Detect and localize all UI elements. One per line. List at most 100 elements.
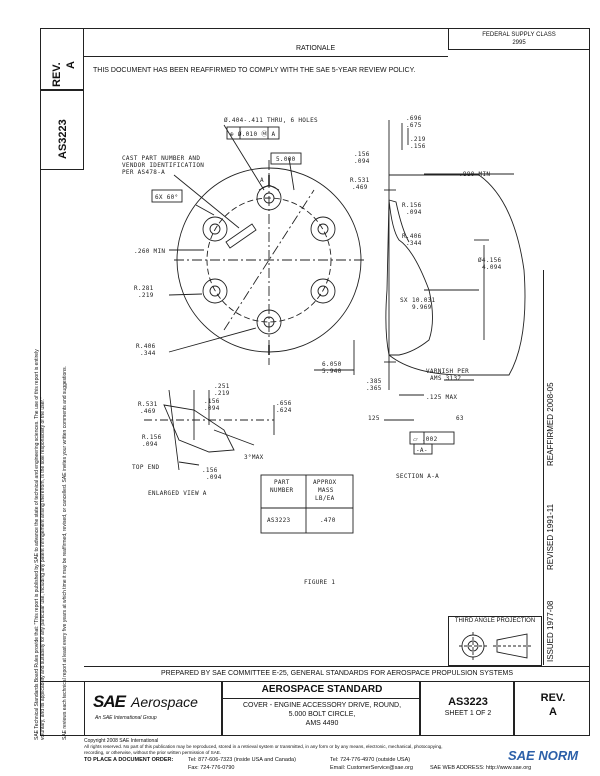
desc-line-1: COVER - ENGINE ACCESSORY DRIVE, ROUND, xyxy=(242,702,402,709)
federal-supply-class-label: FEDERAL SUPPLY CLASS xyxy=(482,32,556,38)
d696: .696 xyxy=(406,115,422,122)
r406: R.406 xyxy=(136,343,156,350)
d4094: 4.094 xyxy=(482,264,502,271)
rev-box: REV. A xyxy=(40,28,84,90)
cast-part-label: CAST PART NUMBER AND xyxy=(122,155,200,162)
drawing-bottom-rule xyxy=(84,666,590,667)
disclaimer-line-2: voluntary, and its applicability and sui… xyxy=(40,397,46,740)
rights-line-1: All rights reserved. No part of this pub… xyxy=(84,744,443,749)
doc-number-side: AS3223 xyxy=(57,119,69,159)
table-col1-line2: NUMBER xyxy=(270,487,294,494)
issued-date: ISSUED 1977-08 xyxy=(546,600,555,662)
d385: .385 xyxy=(366,378,382,385)
docnum-cell: AS3223 SHEET 1 OF 2 xyxy=(420,681,514,736)
reaffirmed-date: REAFFIRMED 2008-05 xyxy=(546,382,555,466)
web-address: SAE WEB ADDRESS: http://www.sae.org xyxy=(430,765,532,771)
d094b: .094 xyxy=(204,405,220,412)
r344b: .344 xyxy=(406,240,422,247)
d5940: 5.940 xyxy=(322,368,342,375)
rev-cell-footer: REV. A xyxy=(514,681,590,736)
rationale-divider xyxy=(84,56,448,57)
min880: .880 MIN xyxy=(459,171,490,178)
enlarged-label: ENLARGED VIEW A xyxy=(148,490,207,497)
d156d: .156 xyxy=(202,467,218,474)
section-profile xyxy=(385,199,433,356)
d4156: Ø4.156 xyxy=(478,257,502,264)
d094d: .094 xyxy=(206,474,222,481)
ams: AMS 3132 xyxy=(430,375,461,382)
table-col1-line1: PART xyxy=(274,479,290,486)
engineering-drawing: Ø.404-.411 THRU, 6 HOLES ⊕ Ø.010 Ⓜ A CAS… xyxy=(122,115,526,586)
table-mass: .470 xyxy=(320,517,336,524)
r406b: R.406 xyxy=(402,233,422,240)
d219: .219 xyxy=(410,136,426,143)
holes-callout: Ø.404-.411 THRU, 6 HOLES xyxy=(224,117,318,124)
aerospace-logo-text: Aerospace xyxy=(131,694,198,710)
rev-value: A xyxy=(65,61,77,69)
desc-line-3: AMS 4490 xyxy=(305,720,339,727)
section-label: SECTION A-A xyxy=(396,473,439,480)
angle-dim: 6X 60° xyxy=(155,194,178,201)
d094c: .094 xyxy=(142,441,158,448)
tel-outside: Tel: 724-776-4970 (outside USA) xyxy=(330,757,411,763)
fax: Fax: 724-776-0790 xyxy=(188,765,235,771)
r156b: R.156 xyxy=(142,434,162,441)
sx: SX xyxy=(400,297,408,304)
mass-table xyxy=(260,474,354,534)
sae-norm-watermark: SAE NORM xyxy=(508,748,579,763)
disclaimer-line-3: SAE reviews each technical report at lea… xyxy=(62,366,68,740)
f63: 63 xyxy=(456,415,464,422)
bc-dim: 5.000 xyxy=(276,156,296,163)
rationale-text: THIS DOCUMENT HAS BEEN REAFFIRMED TO COM… xyxy=(93,67,416,74)
desc-line-2: 5.000 BOLT CIRCLE, xyxy=(288,711,356,718)
d6050: 6.050 xyxy=(322,361,342,368)
title-cell: AEROSPACE STANDARD COVER - ENGINE ACCESS… xyxy=(222,681,421,736)
title-divider xyxy=(223,698,421,699)
prepared-by: PREPARED BY SAE COMMITTEE E-25, GENERAL … xyxy=(160,670,514,677)
rights-line-2: recording, or otherwise, without the pri… xyxy=(84,750,222,755)
a-mark: A xyxy=(260,177,264,184)
third-angle-symbol xyxy=(459,632,531,660)
deg: 3°MAX xyxy=(244,454,264,461)
email: Email: CustomerService@sae.org xyxy=(330,765,413,771)
sheet-number: SHEET 1 OF 2 xyxy=(444,710,492,717)
r094: .094 xyxy=(406,209,422,216)
d469: .469 xyxy=(352,184,368,191)
rev-label: REV. xyxy=(51,62,63,87)
d156c: .156 xyxy=(204,398,220,405)
doc-number-box: AS3223 xyxy=(40,90,84,170)
table-col2-line3: LB/EA xyxy=(315,495,335,502)
d156: .156 xyxy=(410,143,426,150)
table-part: AS3223 xyxy=(267,517,291,524)
date-column-divider xyxy=(543,270,544,665)
third-angle-label: THIRD ANGLE PROJECTION xyxy=(454,618,536,624)
sae-logo-text: SAE xyxy=(93,692,126,711)
d251: .251 xyxy=(214,383,230,390)
std-title: AEROSPACE STANDARD xyxy=(261,684,383,695)
table-col2-line1: APPROX xyxy=(313,479,337,486)
rationale-label: RATIONALE xyxy=(296,45,336,52)
r531b: R.531 xyxy=(138,401,158,408)
d656: .656 xyxy=(276,400,292,407)
f125: 125 xyxy=(368,415,380,422)
max125: .125 MAX xyxy=(426,394,457,401)
third-angle-box xyxy=(448,616,542,666)
revised-date: REVISED 1991-11 xyxy=(546,503,555,570)
enlarged-view xyxy=(163,404,235,453)
r344: .344 xyxy=(140,350,156,357)
r281: R.281 xyxy=(134,285,154,292)
d219b: .219 xyxy=(214,390,230,397)
fcf-holes: ⊕ Ø.010 Ⓜ A xyxy=(230,130,276,138)
d156b: .156 xyxy=(354,151,370,158)
min-260: .260 MIN xyxy=(134,248,165,255)
d624: .624 xyxy=(276,407,292,414)
federal-supply-class-box xyxy=(448,28,590,50)
varnish: VARNISH PER xyxy=(426,368,469,375)
d365: .365 xyxy=(366,385,382,392)
datum-a: -A- xyxy=(416,447,428,454)
rev-value-footer: A xyxy=(549,706,557,718)
order-label: TO PLACE A DOCUMENT ORDER: xyxy=(84,757,174,763)
logo-tagline: An SAE International Group xyxy=(95,715,157,721)
r531: R.531 xyxy=(350,177,370,184)
vendor-id-label: VENDOR IDENTIFICATION xyxy=(122,162,204,169)
